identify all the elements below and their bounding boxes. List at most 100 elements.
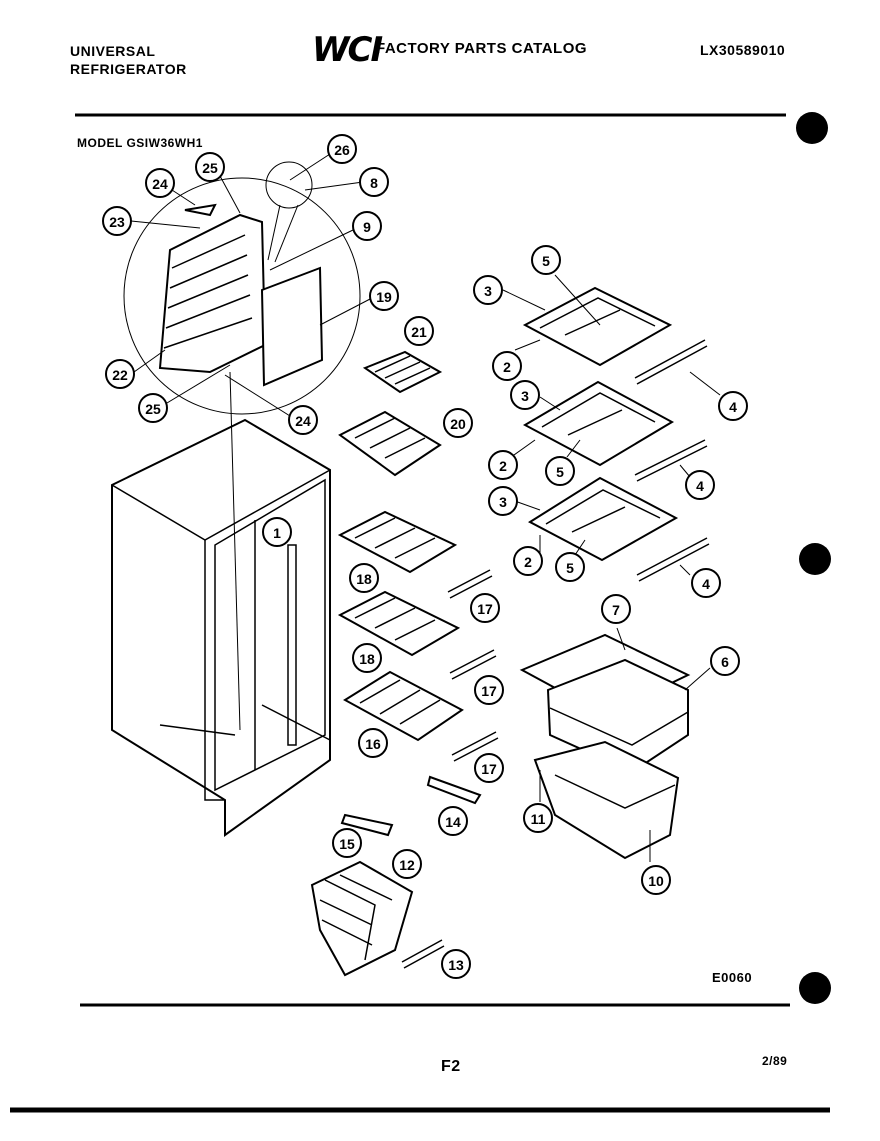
callout-number: 2 — [499, 458, 507, 474]
callout-number: 5 — [566, 560, 574, 576]
callout-number: 4 — [729, 399, 737, 415]
callout-bubble — [359, 167, 389, 197]
callout-bubble — [691, 568, 721, 598]
freezer-liner-panel — [158, 213, 267, 374]
refrigerator-cabinet — [111, 418, 331, 837]
callout-bubble — [470, 593, 500, 623]
callout-25: 25 — [138, 393, 168, 423]
callout-number: 21 — [411, 324, 427, 340]
callout-number: 3 — [521, 388, 529, 404]
freezer-shelf-18b — [337, 590, 461, 657]
detail-circle — [123, 177, 361, 415]
callout-number: 10 — [648, 873, 664, 889]
callout-bubble — [352, 643, 382, 673]
callout-17: 17 — [474, 675, 504, 705]
glass-shelf-1 — [522, 286, 673, 367]
callout-bubble — [488, 450, 518, 480]
callout-number: 15 — [339, 836, 355, 852]
callout-number: 24 — [152, 176, 168, 192]
callout-9: 9 — [352, 211, 382, 241]
callout-5: 5 — [531, 245, 561, 275]
callout-bubble — [332, 828, 362, 858]
callout-number: 1 — [273, 525, 281, 541]
callout-7: 7 — [601, 594, 631, 624]
callout-13: 13 — [441, 949, 471, 979]
glass-shelf-2 — [522, 380, 675, 467]
glass-shelf-3 — [528, 476, 679, 562]
callout-3: 3 — [488, 486, 518, 516]
callout-14: 14 — [438, 806, 468, 836]
callout-bubble — [710, 646, 740, 676]
diagram-code: E0060 — [712, 970, 753, 985]
callout-22: 22 — [105, 359, 135, 389]
callout-bubble — [513, 546, 543, 576]
meat-keeper-drawer — [546, 658, 689, 774]
callout-16: 16 — [358, 728, 388, 758]
callout-bubble — [474, 753, 504, 783]
callout-3: 3 — [510, 380, 540, 410]
callout-number: 18 — [359, 651, 375, 667]
callout-number: 4 — [702, 576, 710, 592]
divider-panel — [260, 266, 324, 387]
callout-number: 17 — [481, 683, 497, 699]
callout-17: 17 — [474, 753, 504, 783]
callout-number: 7 — [612, 602, 620, 618]
callout-18: 18 — [349, 563, 379, 593]
binder-hole-middle — [799, 543, 831, 575]
callout-25: 25 — [195, 152, 225, 182]
callout-bubble — [352, 211, 382, 241]
callout-number: 14 — [445, 814, 461, 830]
callout-bubble — [601, 594, 631, 624]
callout-number: 13 — [448, 957, 464, 973]
page-date: 2/89 — [762, 1054, 788, 1068]
callout-number: 3 — [499, 494, 507, 510]
callout-bubble — [102, 206, 132, 236]
callout-5: 5 — [555, 552, 585, 582]
callout-4: 4 — [685, 470, 715, 500]
callout-number: 3 — [484, 283, 492, 299]
callout-number: 17 — [477, 601, 493, 617]
callout-number: 22 — [112, 367, 128, 383]
callout-bubble — [510, 380, 540, 410]
freezer-shelf-18a — [337, 510, 458, 574]
callout-number: 5 — [556, 464, 564, 480]
freezer-shelf-16 — [343, 670, 464, 742]
callout-bubble — [392, 849, 422, 879]
callout-number: 6 — [721, 654, 729, 670]
callout-bubble — [441, 949, 471, 979]
callout-number: 9 — [363, 219, 371, 235]
callout-23: 23 — [102, 206, 132, 236]
callout-bubble — [641, 865, 671, 895]
callout-number: 11 — [531, 811, 546, 827]
callout-number: 5 — [542, 253, 550, 269]
page-label: F2 — [441, 1058, 461, 1075]
catalog-title: FACTORY PARTS CATALOG — [376, 40, 588, 57]
callout-8: 8 — [359, 167, 389, 197]
callout-4: 4 — [691, 568, 721, 598]
wci-logo: WCI — [312, 30, 383, 70]
callout-bubble — [105, 359, 135, 389]
callout-number: 8 — [370, 175, 378, 191]
freezer-shelf-20 — [338, 410, 442, 477]
callout-bubble — [262, 517, 292, 547]
callout-number: 24 — [295, 413, 311, 429]
callout-bubble — [288, 405, 318, 435]
detail-inset-circle — [265, 161, 313, 209]
callout-21: 21 — [404, 316, 434, 346]
callout-number: 26 — [334, 142, 350, 158]
callout-1: 1 — [262, 517, 292, 547]
callout-bubble — [327, 134, 357, 164]
callout-number: 25 — [145, 401, 161, 417]
callout-24: 24 — [288, 405, 318, 435]
callout-2: 2 — [513, 546, 543, 576]
callout-bubble — [523, 803, 553, 833]
callout-number: 2 — [503, 359, 511, 375]
callout-bubble — [555, 552, 585, 582]
bracket-part — [184, 203, 217, 217]
callout-24: 24 — [145, 168, 175, 198]
callout-bubble — [531, 245, 561, 275]
callout-bubble — [195, 152, 225, 182]
callout-10: 10 — [641, 865, 671, 895]
callout-2: 2 — [492, 351, 522, 381]
